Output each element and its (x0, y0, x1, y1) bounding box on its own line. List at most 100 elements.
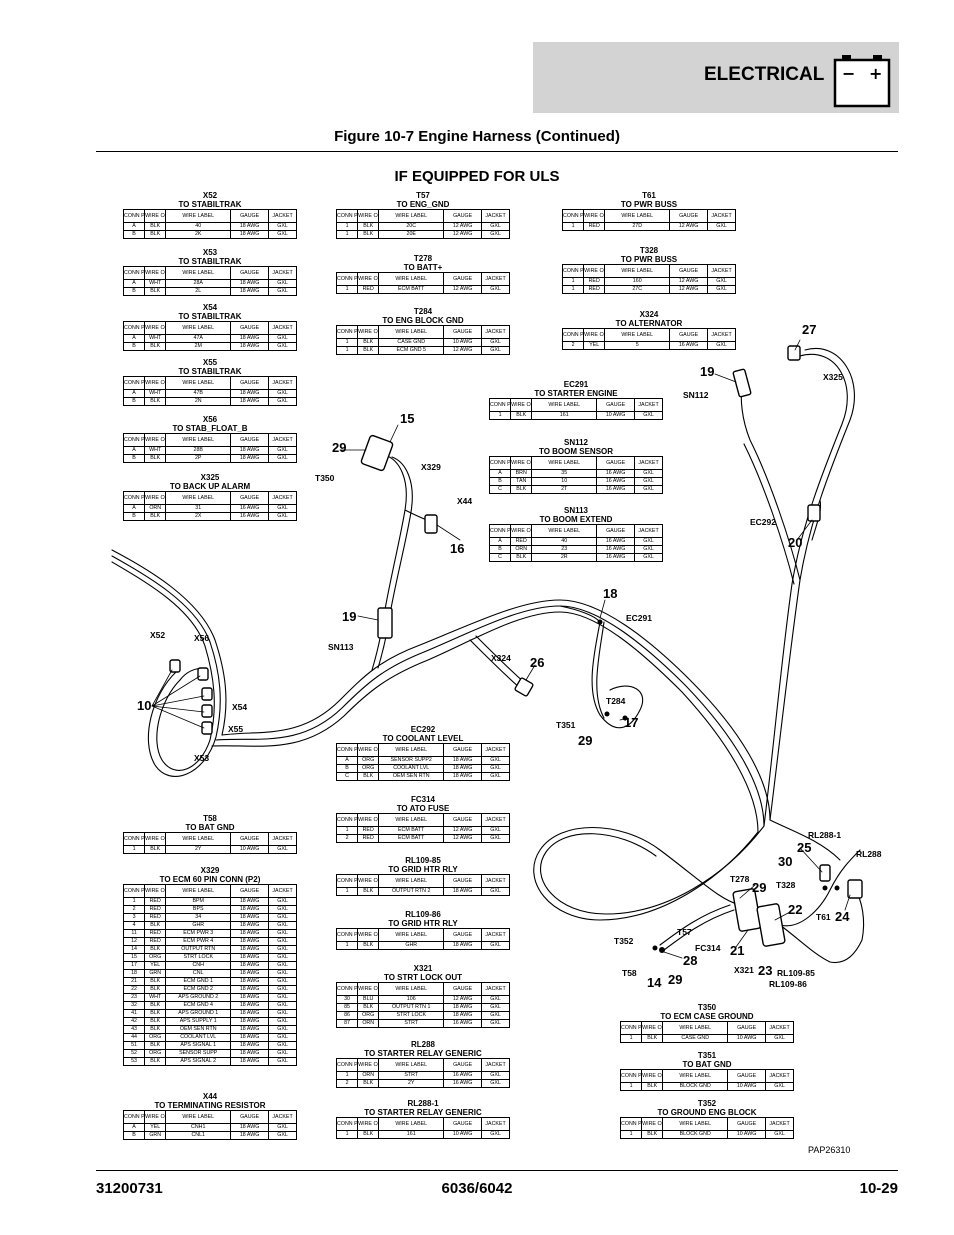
table-cell: 16 AWG (443, 1019, 483, 1028)
table-subtitle: TO BOOM EXTEND (539, 515, 613, 524)
table-cell: ECM GND 4 (165, 1001, 232, 1010)
table-cell: 1 (619, 1034, 643, 1043)
table-cell: GXL (481, 764, 510, 773)
table-cell: 1 (619, 1130, 643, 1139)
column-header: WIRE COLOR (357, 1117, 380, 1131)
column-header: JACKET (268, 376, 297, 390)
column-header: JACKET (634, 524, 663, 538)
table-cell: GXL (268, 1049, 297, 1058)
table-cell: RED (583, 277, 606, 286)
wire-table: CONN POSWIRE COLORWIRE LABELGAUGEJACKET1… (561, 264, 736, 294)
table-cell: 22 (122, 985, 146, 994)
column-header: GAUGE (443, 272, 483, 286)
table-cell: BLK (510, 485, 533, 494)
column-header: WIRE LABEL (531, 524, 598, 538)
table-cell: 1 (619, 1082, 643, 1091)
table-cell: 15 (122, 953, 146, 962)
table-cell: 28B (165, 446, 232, 455)
table-cell: 40 (531, 537, 598, 546)
table-cell: 47A (165, 334, 232, 343)
table-cell: YEL (583, 341, 606, 350)
callout-x324: X324 (491, 653, 511, 663)
table-cell: BLK (144, 1017, 167, 1026)
column-header: WIRE LABEL (378, 813, 445, 827)
table-cell: 18 AWG (230, 1009, 270, 1018)
table-cell: 2L (165, 287, 232, 296)
column-header: WIRE COLOR (144, 376, 167, 390)
table-cell: BLK (357, 1079, 380, 1088)
table-cell: GXL (268, 1017, 297, 1026)
callout-x56: X56 (194, 633, 210, 643)
column-header: CONN POS (122, 321, 146, 335)
table-cell: 18 AWG (230, 921, 270, 930)
table-cell: YEL (144, 1123, 167, 1132)
wire-table: CONN POSWIRE COLORWIRE LABELGAUGEJACKET1… (561, 209, 736, 231)
table-cell: WHT (144, 389, 167, 398)
column-header: JACKET (765, 1021, 794, 1035)
table-cell: 10 AWG (230, 845, 270, 854)
column-header: GAUGE (230, 1110, 270, 1124)
table-cell: 16 AWG (443, 1079, 483, 1088)
table-cell: 28A (165, 279, 232, 288)
table-cell: GXL (268, 397, 297, 406)
table-cell: RED (357, 826, 380, 835)
table-cell: 18 AWG (230, 977, 270, 986)
column-header: WIRE LABEL (165, 491, 232, 505)
column-header: WIRE LABEL (604, 209, 671, 223)
table-subtitle: TO ECM 60 PIN CONN (P2) (159, 875, 261, 884)
column-header: CONN POS (122, 376, 146, 390)
table-cell: BLK (144, 985, 167, 994)
table-title: T284 (413, 307, 433, 316)
column-header: CONN POS (488, 456, 512, 470)
table-cell: 2 (122, 905, 146, 914)
table-cell: ECM GND 2 (165, 985, 232, 994)
table-cell: BLK (144, 512, 167, 521)
table-cell: 2N (165, 397, 232, 406)
table-cell: 14 (122, 945, 146, 954)
table-cell: A (122, 389, 146, 398)
callout-number-24: 24 (835, 909, 850, 924)
table-cell: BLK (144, 1001, 167, 1010)
table-cell: GXL (268, 953, 297, 962)
column-header: JACKET (481, 1117, 510, 1131)
table-cell: 16 AWG (596, 553, 636, 562)
table-cell: BLK (641, 1130, 664, 1139)
callout-number-23: 23 (758, 963, 773, 978)
table-cell: GXL (268, 389, 297, 398)
table-cell: 16 AWG (596, 477, 636, 486)
table-cell: 161 (378, 1130, 445, 1139)
table-cell: BLK (144, 222, 167, 231)
table-cell: 10 AWG (443, 338, 483, 347)
column-header: JACKET (707, 209, 736, 223)
column-header: CONN POS (335, 982, 359, 996)
table-cell: CNH (165, 961, 232, 970)
table-cell: BLK (357, 230, 380, 239)
table-cell: 1 (335, 346, 359, 355)
table-cell: 21 (122, 977, 146, 986)
table-cell: GHR (378, 941, 445, 950)
wire-table: CONN POSWIRE COLORWIRE LABELGAUGEJACKET2… (561, 328, 736, 350)
column-header: CONN POS (122, 209, 146, 223)
column-header: JACKET (707, 328, 736, 342)
table-cell: 18 AWG (230, 961, 270, 970)
column-header: JACKET (268, 209, 297, 223)
table-cell: GXL (481, 772, 510, 781)
table-cell: 2R (531, 553, 598, 562)
table-cell: ORG (144, 953, 167, 962)
table-cell: BLK (144, 454, 167, 463)
table-cell: 12 AWG (669, 222, 709, 231)
table-cell: 10 AWG (727, 1034, 767, 1043)
table-cell: A (122, 334, 146, 343)
table-cell: GXL (268, 279, 297, 288)
table-cell: BLK (144, 1041, 167, 1050)
table-cell: B (122, 1131, 146, 1140)
